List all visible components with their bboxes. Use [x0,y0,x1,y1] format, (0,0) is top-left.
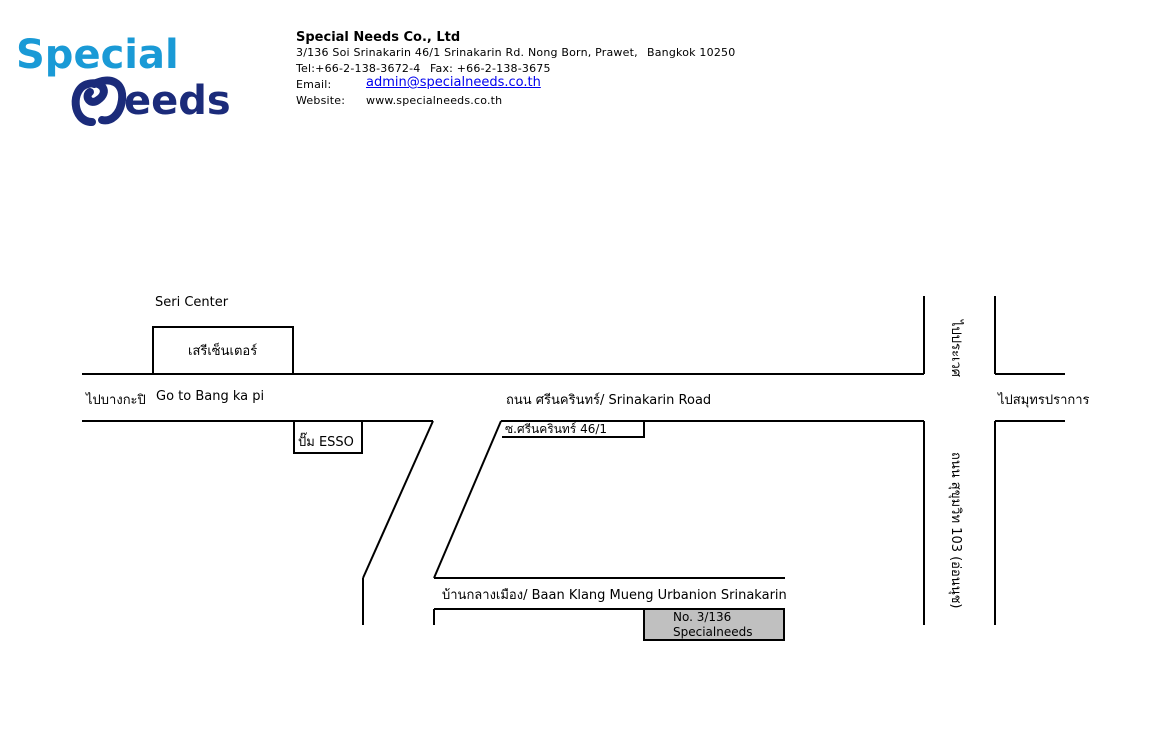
to-bangkapi-thai-label: ไปบางกะปิ [86,393,146,408]
destination-name: Specialneeds [673,625,753,639]
sukhumvit-road-label: ถนน สุขุมวิท 103 (อ่อนนุช) [948,452,963,609]
company-name: Special Needs Co., Ltd [296,30,461,45]
logo-word-needs: eeds [124,78,231,124]
logo-word-special: Special [16,32,179,78]
seri-center-building: เสรีเซ็นเตอร์ [152,326,294,375]
elephant-icon [71,76,127,126]
to-bangkapi-label: Go to Bang ka pi [156,389,265,404]
to-prawet-label: ไปประเวศ [948,320,963,378]
seri-center-label: Seri Center [155,295,229,310]
email-label: Email: [296,78,332,91]
company-address: 3/136 Soi Srinakarin 46/1 Srinakarin Rd.… [296,46,638,59]
company-logo: Special eeds [16,32,231,126]
srinakarin-road-label: ถนน ศรีนครินทร์/ Srinakarin Road [506,393,712,408]
road-lines [82,296,1065,625]
company-fax: Fax: +66-2-138-3675 [430,62,551,75]
to-samutprakan-label: ไปสมุทรปราการ [998,393,1090,408]
website-label: Website: [296,94,346,107]
soi-road-east-diagonal [433,420,502,579]
esso-station-box: ปั๊ม ESSO [293,421,363,454]
soi-road-west-diagonal [362,420,434,579]
destination-address: No. 3/136 [673,610,732,624]
soi-sign-box: ซ.ศรีนครินทร์ 46/1 [502,421,645,438]
email-link[interactable]: admin@specialneeds.co.th [366,75,541,90]
destination-box[interactable]: No. 3/136 Specialneeds [643,608,785,641]
company-city: Bangkok 10250 [647,46,736,59]
village-label: บ้านกลางเมือง/ Baan Klang Mueng Urbanion… [442,588,787,603]
company-phone: Tel:+66-2-138-3672-4 [296,62,421,75]
website-link[interactable]: www.specialneeds.co.th [366,94,503,107]
